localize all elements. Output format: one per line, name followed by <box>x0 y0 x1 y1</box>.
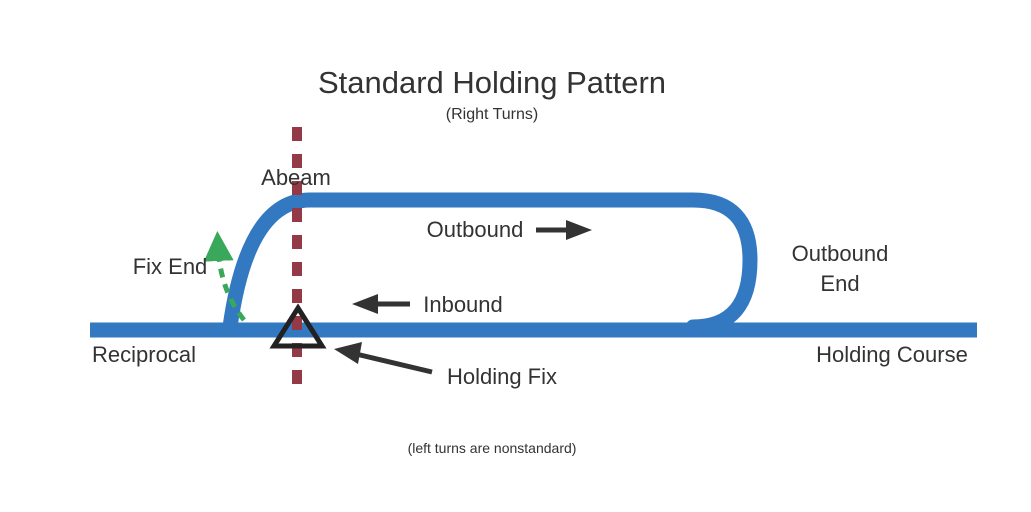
holding-fix-triangle <box>269 303 327 349</box>
abeam-label: Abeam <box>261 165 331 190</box>
page-subtitle: (Right Turns) <box>446 106 538 123</box>
reciprocal-label: Reciprocal <box>92 342 196 367</box>
fix-end-arrow <box>203 231 246 322</box>
holding-course-label: Holding Course <box>816 342 968 367</box>
fix-end-label: Fix End <box>133 254 208 279</box>
inbound-label: Inbound <box>423 292 503 317</box>
holding-fix-pointer-arrow <box>334 342 433 375</box>
holding-racetrack <box>222 192 758 335</box>
outbound-arrow <box>536 220 592 240</box>
holding-fix-label: Holding Fix <box>447 364 557 389</box>
outbound-end-label-line2: End <box>820 271 859 296</box>
nonstandard-note: (left turns are nonstandard) <box>408 440 577 456</box>
outbound-label: Outbound <box>427 217 524 242</box>
outbound-end-label-line1: Outbound <box>792 241 889 266</box>
inbound-arrow <box>352 294 410 314</box>
page-title: Standard Holding Pattern <box>318 65 666 100</box>
